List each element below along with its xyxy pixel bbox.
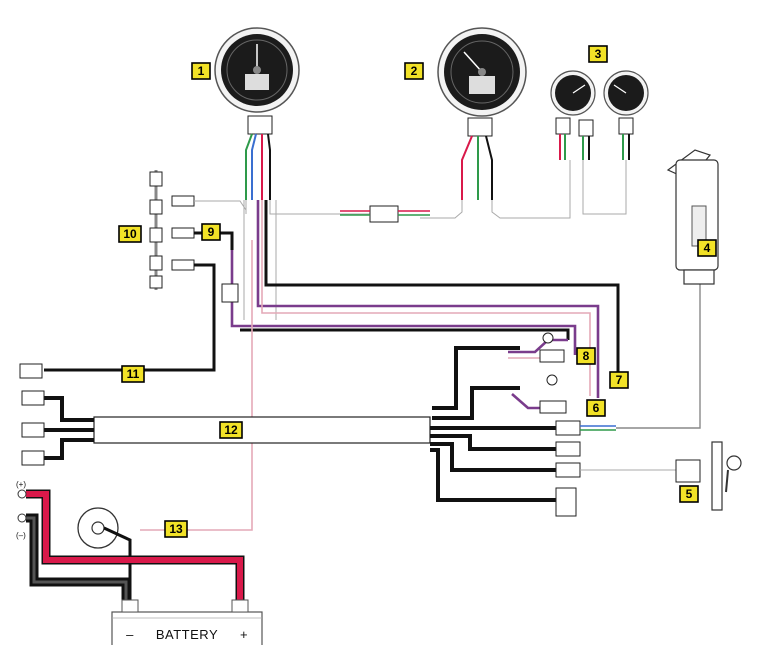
callout-7: 7 <box>609 371 629 389</box>
small-gauge-plug-c <box>618 117 634 135</box>
callout-1: 1 <box>191 62 211 80</box>
svg-text:11: 11 <box>127 367 140 381</box>
distribution-harness <box>93 416 431 444</box>
callout-8: 8 <box>576 347 596 365</box>
speedometer-gauge <box>437 27 527 117</box>
svg-text:3: 3 <box>595 47 602 61</box>
main-harness-drop <box>140 200 620 531</box>
negative-polarity-label: (–) <box>16 531 26 540</box>
battery-label: BATTERY <box>156 627 218 642</box>
svg-text:4: 4 <box>704 241 711 255</box>
branch-8 <box>432 332 568 410</box>
ignition-switch <box>711 441 742 511</box>
speedo-plug <box>467 117 493 137</box>
svg-text:9: 9 <box>208 225 215 239</box>
positive-polarity-label: (+) <box>16 480 26 489</box>
callout-3: 3 <box>588 45 608 63</box>
battery <box>111 599 263 645</box>
callout-2: 2 <box>404 62 424 80</box>
small-gauge-right <box>603 70 649 116</box>
svg-text:13: 13 <box>169 522 183 536</box>
callout-5: 5 <box>679 485 699 503</box>
left-plugs <box>21 390 94 466</box>
network-backbone <box>19 170 247 379</box>
svg-text:5: 5 <box>686 487 693 501</box>
battery-minus-symbol: – <box>126 627 134 642</box>
callout-13: 13 <box>164 520 188 538</box>
svg-text:1: 1 <box>198 64 205 78</box>
gauge-harness <box>245 160 627 223</box>
network-terminator <box>19 363 43 379</box>
throttle-control <box>666 149 719 285</box>
small-gauge-left <box>550 70 596 116</box>
tach-plug <box>247 115 273 135</box>
branch-6 <box>432 374 567 420</box>
right-plugs <box>430 284 701 517</box>
battery-plus-symbol: + <box>240 627 248 642</box>
tachometer-gauge <box>214 27 300 113</box>
svg-text:6: 6 <box>593 401 600 415</box>
gauge-leads <box>245 133 630 200</box>
callout-10: 10 <box>118 225 142 243</box>
svg-text:7: 7 <box>616 373 623 387</box>
callout-12: 12 <box>219 421 243 439</box>
svg-text:2: 2 <box>411 64 418 78</box>
svg-text:10: 10 <box>123 227 137 241</box>
small-gauge-plug-a <box>555 117 571 135</box>
small-gauge-plug-b <box>578 119 594 137</box>
callout-4: 4 <box>697 239 717 257</box>
harness-clip <box>221 283 239 303</box>
svg-text:8: 8 <box>583 349 590 363</box>
inline-connector <box>369 205 399 223</box>
svg-text:12: 12 <box>224 423 238 437</box>
battery-cables <box>17 489 245 604</box>
callout-6: 6 <box>586 399 606 417</box>
callout-11: 11 <box>121 365 145 383</box>
key-switch-body <box>675 459 701 483</box>
callout-9: 9 <box>201 223 221 241</box>
